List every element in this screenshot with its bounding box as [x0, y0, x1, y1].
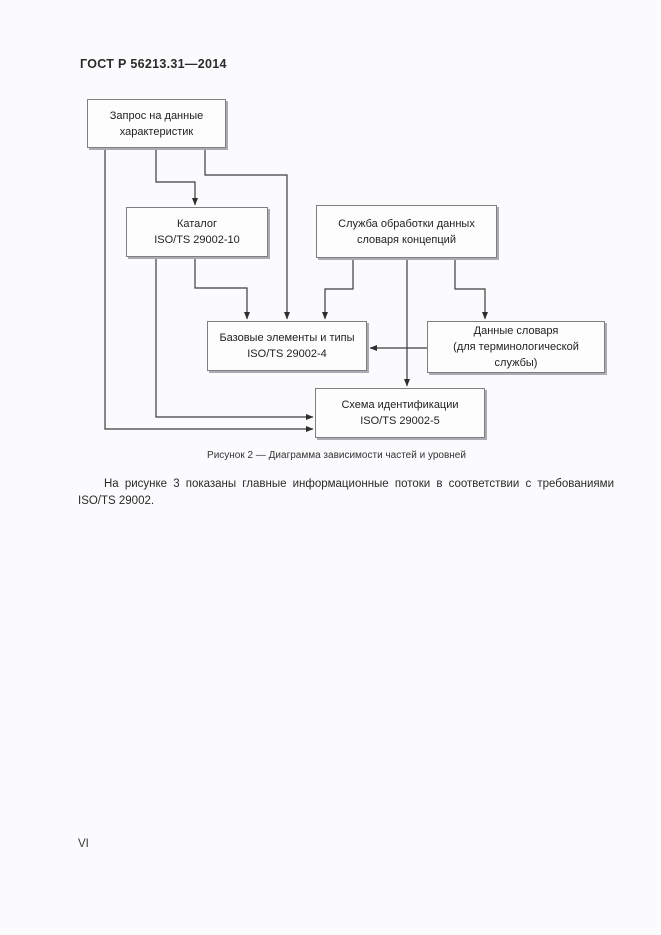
- diagram-node-identification-schema: Схема идентификации ISO/TS 29002-5: [315, 388, 485, 438]
- edge-catalog-to-schema: [155, 257, 314, 420]
- diagram-node-dictionary-data: Данные словаря (для терминологической сл…: [427, 321, 605, 373]
- edge-service-to-dict: [454, 258, 488, 320]
- page-number: VI: [78, 838, 89, 850]
- edge-request-to-basic: [204, 148, 290, 320]
- paragraph-line-1: На рисунке 3 показаны главные информацио…: [104, 478, 614, 490]
- paragraph-line-2: ISO/TS 29002.: [78, 495, 155, 507]
- edge-service-to-basic: [322, 258, 354, 320]
- edge-request-to-schema: [104, 148, 314, 432]
- diagram-node-request: Запрос на данные характеристик: [87, 99, 226, 148]
- body-paragraph: На рисунке 3 показаны главные информацио…: [78, 476, 614, 510]
- figure-caption: Рисунок 2 — Диаграмма зависимости частей…: [207, 450, 466, 461]
- diagram-node-catalog: Каталог ISO/TS 29002-10: [126, 207, 268, 257]
- document-header-title: ГОСТ Р 56213.31—2014: [80, 57, 227, 71]
- edge-request-to-catalog: [155, 148, 198, 206]
- diagram-connectors: [104, 148, 488, 432]
- figure-2-dependency-diagram: Запрос на данные характеристик Каталог I…: [87, 99, 605, 438]
- diagram-node-dictionary-service: Служба обработки данных словаря концепци…: [316, 205, 497, 258]
- diagram-node-basic-elements: Базовые элементы и типы ISO/TS 29002-4: [207, 321, 367, 371]
- edge-catalog-to-basic: [194, 257, 250, 320]
